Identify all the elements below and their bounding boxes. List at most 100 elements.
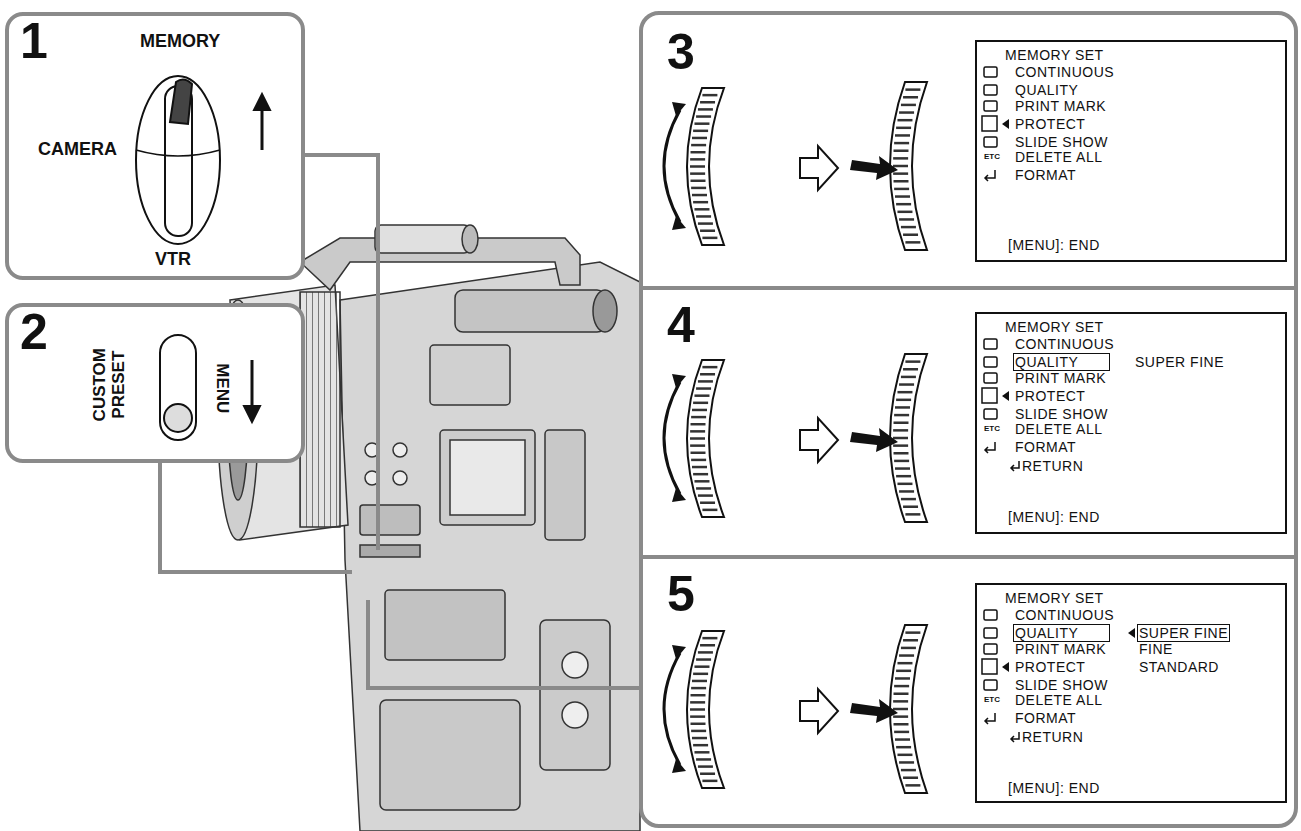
dial-rib bbox=[896, 127, 911, 130]
menu-item: MEMORY SET bbox=[1005, 591, 1104, 605]
dial-rib bbox=[894, 731, 909, 734]
dial-rib bbox=[696, 387, 711, 390]
dial-rib bbox=[694, 394, 709, 397]
dial-rib bbox=[702, 509, 717, 512]
dial-rib bbox=[698, 222, 713, 225]
dial-wheel bbox=[890, 354, 927, 522]
dial-rib bbox=[901, 769, 916, 772]
dial-rib bbox=[903, 505, 918, 508]
dial-rib bbox=[899, 383, 914, 386]
dial-rib bbox=[893, 444, 908, 447]
dial-rib bbox=[690, 165, 705, 168]
dial-rib bbox=[702, 94, 717, 97]
menu-item: PRINT MARK bbox=[1015, 371, 1106, 385]
dial-rib bbox=[702, 366, 717, 369]
dial-rib bbox=[893, 452, 908, 455]
menu-item: DELETE ALL bbox=[1015, 693, 1103, 707]
dial-rib bbox=[903, 776, 918, 779]
dial-rib bbox=[897, 483, 912, 486]
menu-item: FINE bbox=[1139, 642, 1173, 656]
menu-item: [MENU]: END bbox=[1008, 510, 1100, 524]
menu-icon bbox=[984, 137, 997, 147]
dial-rib bbox=[690, 180, 705, 183]
menu-item: SLIDE SHOW bbox=[1015, 135, 1108, 149]
dial-rib bbox=[691, 459, 706, 462]
dial-rib bbox=[899, 490, 914, 493]
menu-item: RETURN bbox=[1022, 730, 1083, 744]
menu-icon bbox=[984, 409, 997, 419]
dial-rib bbox=[696, 215, 711, 218]
dial-rib bbox=[893, 708, 908, 711]
dial-rib bbox=[694, 480, 709, 483]
dial-rib bbox=[690, 723, 705, 726]
next-arrow bbox=[800, 418, 838, 462]
menu-item: CONTINUOUS bbox=[1015, 337, 1114, 351]
menu-item: MEMORY SET bbox=[1005, 320, 1104, 334]
menu-icon bbox=[984, 628, 997, 638]
dial-rib bbox=[893, 149, 908, 152]
rotate-arrow bbox=[664, 653, 680, 765]
menu-icon bbox=[985, 170, 995, 181]
dial-rib bbox=[905, 241, 920, 244]
dial-rib bbox=[691, 187, 706, 190]
dial-rib bbox=[693, 673, 708, 676]
cursor-mark bbox=[1002, 119, 1009, 129]
dial-rib bbox=[700, 772, 715, 775]
dial-rib bbox=[692, 737, 707, 740]
dial-rib bbox=[693, 402, 708, 405]
dial-rib bbox=[893, 165, 908, 168]
dial-wheel bbox=[890, 625, 927, 793]
dial-rib bbox=[694, 122, 709, 125]
step-band: 5MEMORY SETCONTINUOUSQUALITYSUPER FINEPR… bbox=[643, 559, 1294, 824]
dial-rib bbox=[690, 708, 705, 711]
menu-item: ETC bbox=[984, 153, 1000, 161]
dial-rib bbox=[897, 211, 912, 214]
push-arrow bbox=[850, 699, 898, 723]
dial-rib bbox=[901, 498, 916, 501]
menu-icon bbox=[984, 85, 997, 95]
dial-rib bbox=[690, 423, 705, 426]
menu-item: QUALITY bbox=[1015, 626, 1108, 640]
dial-rib bbox=[694, 751, 709, 754]
menu-icon bbox=[984, 339, 997, 349]
menu-screen: MEMORY SETCONTINUOUSQUALITYPRINT MARKPRO… bbox=[975, 40, 1287, 262]
dial-rib bbox=[692, 680, 707, 683]
dial-rib bbox=[702, 780, 717, 783]
dial-rib bbox=[895, 195, 910, 198]
cursor-mark bbox=[1002, 662, 1009, 672]
menu-item: RETURN bbox=[1022, 459, 1083, 473]
dial-wheel bbox=[687, 360, 724, 517]
dial-rib bbox=[894, 188, 909, 191]
rotate-arrowhead bbox=[672, 488, 686, 502]
menu-item: DELETE ALL bbox=[1015, 150, 1103, 164]
menu-icon bbox=[985, 442, 995, 453]
dial-rib bbox=[698, 765, 713, 768]
dial-rib bbox=[893, 172, 908, 175]
menu-icon bbox=[982, 67, 1135, 742]
dial-rib bbox=[895, 677, 910, 680]
dial-rib bbox=[691, 687, 706, 690]
control-label: VTR bbox=[155, 250, 191, 268]
step-band: 3 MEMORY SETCONTINUOUSQUALITYPRINT MARKPR… bbox=[643, 15, 1294, 286]
step-frame bbox=[641, 13, 1296, 826]
menu-icon bbox=[984, 644, 997, 654]
dial-rib bbox=[690, 172, 705, 175]
step-number: 3 bbox=[667, 27, 695, 77]
menu-item: SUPER FINE bbox=[1135, 355, 1224, 369]
dial-rib bbox=[897, 662, 912, 665]
dial-rib bbox=[901, 376, 916, 379]
dial-rib bbox=[903, 233, 918, 236]
menu-item: CONTINUOUS bbox=[1015, 65, 1114, 79]
dial-rib bbox=[698, 494, 713, 497]
dial-rib bbox=[691, 730, 706, 733]
menu-item: ETC bbox=[984, 425, 1000, 433]
control-label: MEMORY bbox=[140, 32, 220, 50]
menu-item: PRINT MARK bbox=[1015, 642, 1106, 656]
dial-rib bbox=[694, 208, 709, 211]
dial-rib bbox=[893, 692, 908, 695]
dial-rib bbox=[690, 444, 705, 447]
menu-item: STANDARD bbox=[1139, 660, 1219, 674]
rotate-arrowhead bbox=[672, 216, 686, 230]
dial-rib bbox=[690, 151, 705, 154]
dial-rib bbox=[899, 654, 914, 657]
